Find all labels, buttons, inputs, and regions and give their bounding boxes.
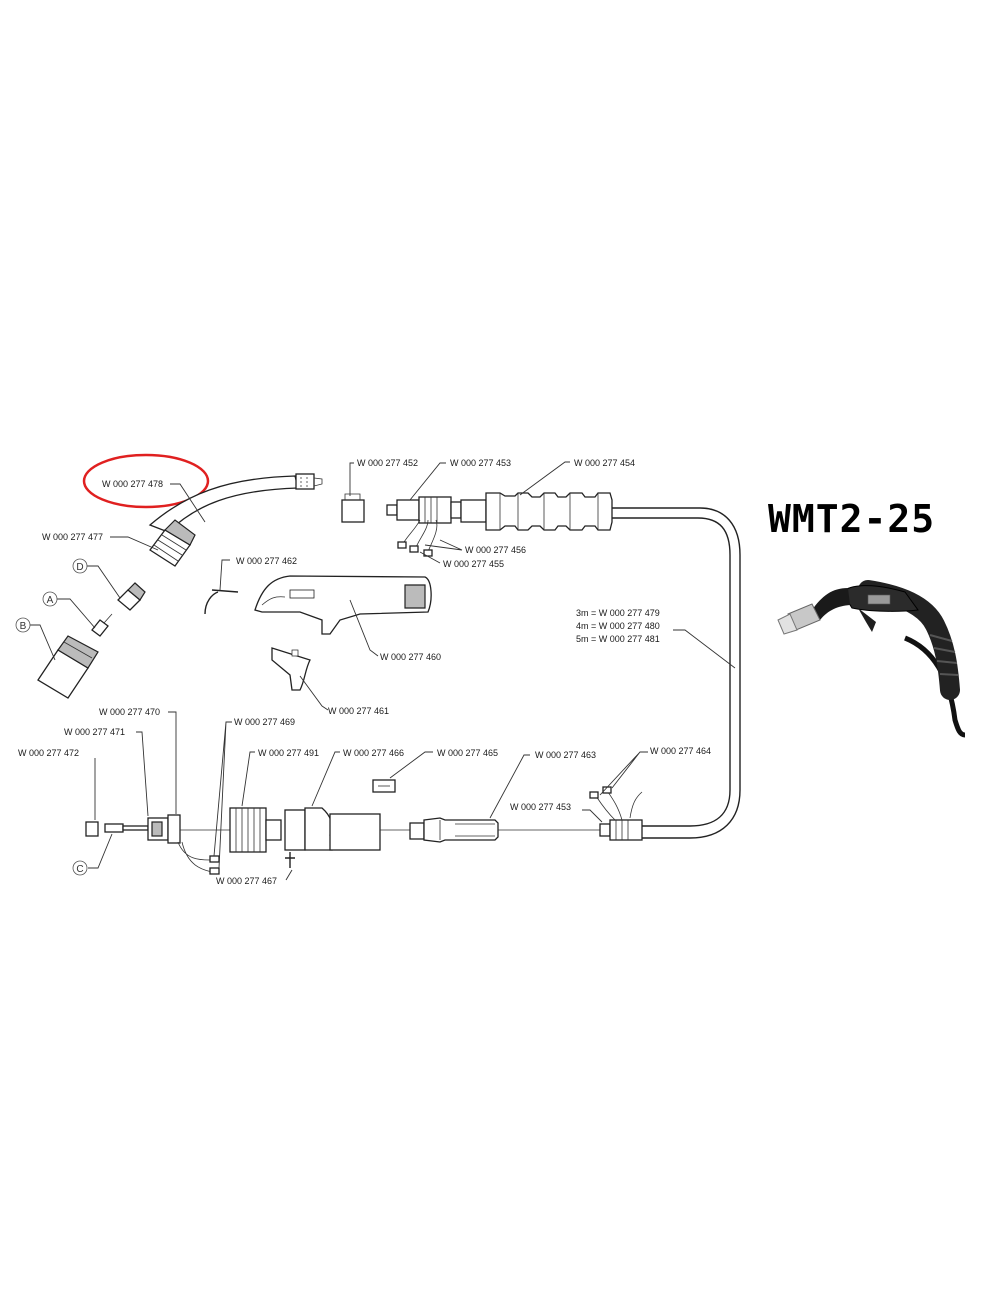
- label-465: W 000 277 465: [437, 748, 498, 758]
- swan-neck: [148, 473, 323, 533]
- main-cable: [612, 507, 741, 839]
- label-491: W 000 277 491: [258, 748, 319, 758]
- part-c-pin: [104, 823, 149, 833]
- part-477-coupling: [149, 519, 196, 567]
- label-455: W 000 277 455: [443, 559, 504, 569]
- letter-a-marker: A: [42, 591, 58, 607]
- highlight-circle: [82, 453, 210, 509]
- label-454: W 000 277 454: [574, 458, 635, 468]
- part-453-bottom-connector: [599, 819, 643, 841]
- label-452: W 000 277 452: [357, 458, 418, 468]
- part-460-handle: [254, 575, 432, 635]
- part-452-block: [341, 493, 365, 523]
- part-453-connector: [386, 496, 462, 524]
- part-461-trigger: [271, 647, 311, 691]
- letter-b-marker: B: [15, 617, 31, 633]
- letter-c-marker: C: [72, 860, 88, 876]
- label-461: W 000 277 461: [328, 706, 389, 716]
- part-454-cable-sleeve: [460, 492, 613, 531]
- label-469: W 000 277 469: [234, 717, 295, 727]
- part-b: [37, 635, 99, 699]
- label-477: W 000 277 477: [42, 532, 103, 542]
- label-478: W 000 277 478: [102, 479, 163, 489]
- part-467-screw: [285, 852, 295, 868]
- label-479: 3m = W 000 277 479: [576, 608, 660, 618]
- part-491-nut: [229, 807, 282, 853]
- label-466: W 000 277 466: [343, 748, 404, 758]
- part-d: [117, 582, 146, 611]
- label-472: W 000 277 472: [18, 748, 79, 758]
- part-464-wires: [589, 786, 643, 821]
- label-453-bottom: W 000 277 453: [510, 802, 571, 812]
- product-title: WMT2-25: [768, 497, 935, 541]
- connector-wires: [397, 519, 438, 557]
- label-463: W 000 277 463: [535, 750, 596, 760]
- part-463-rear-grip: [409, 817, 600, 843]
- part-472-nut: [85, 821, 99, 837]
- label-456: W 000 277 456: [465, 545, 526, 555]
- part-a: [91, 613, 113, 637]
- letter-d-marker: D: [72, 558, 88, 574]
- label-462: W 000 277 462: [236, 556, 297, 566]
- label-464: W 000 277 464: [650, 746, 711, 756]
- label-481: 5m = W 000 277 481: [576, 634, 660, 644]
- part-471-470-connector-block: [147, 814, 230, 844]
- part-469-wires: [177, 841, 220, 875]
- part-462-spring: [204, 589, 239, 615]
- label-467: W 000 277 467: [216, 876, 277, 886]
- svg-text:C: C: [76, 864, 83, 875]
- label-480: 4m = W 000 277 480: [576, 621, 660, 631]
- label-471: W 000 277 471: [64, 727, 125, 737]
- part-466-sleeve: [284, 807, 420, 851]
- label-460: W 000 277 460: [380, 652, 441, 662]
- part-465-clip: [372, 779, 396, 793]
- svg-text:A: A: [47, 595, 54, 606]
- svg-text:B: B: [20, 621, 27, 632]
- svg-text:D: D: [76, 562, 83, 573]
- product-photo: [777, 580, 966, 738]
- label-470: W 000 277 470: [99, 707, 160, 717]
- label-453-top: W 000 277 453: [450, 458, 511, 468]
